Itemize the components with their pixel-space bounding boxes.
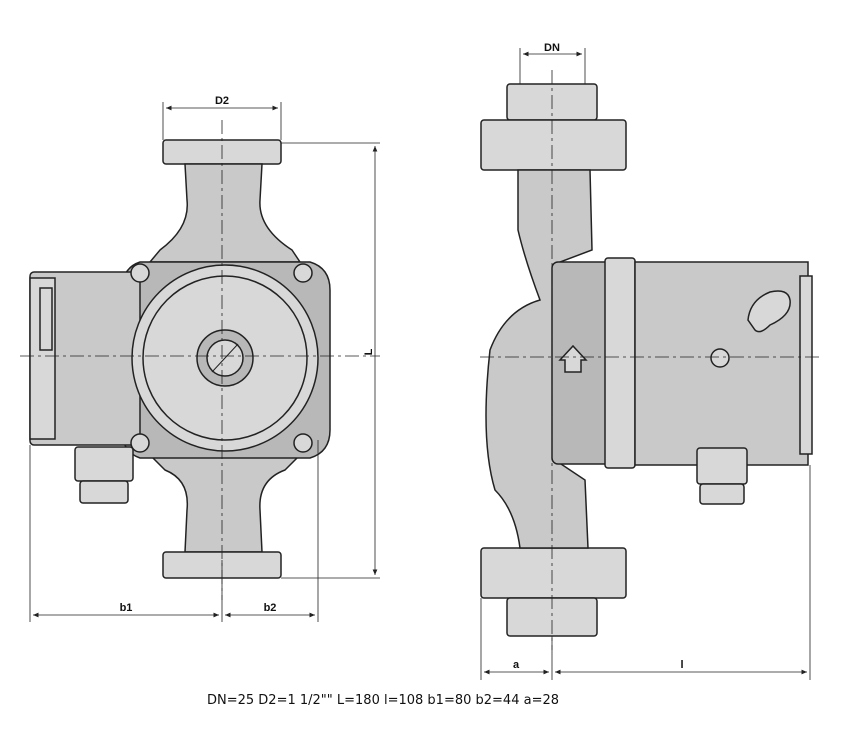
d2-label: D2 — [215, 95, 229, 107]
side-cable-gland-nut — [699, 483, 745, 505]
logo-emblem — [747, 290, 791, 333]
vent-screw-slot — [211, 343, 239, 373]
bottom-pipe-neck — [148, 454, 302, 553]
dimension-caption: DN=25 D2=1 1/2"" L=180 l=108 b1=80 b2=44… — [207, 693, 560, 708]
housing-screw — [130, 263, 150, 283]
housing-screw — [130, 433, 150, 453]
dn-label: DN — [544, 42, 560, 54]
l-label: L — [363, 348, 375, 355]
a-label: a — [513, 659, 520, 671]
pump-body-side — [485, 169, 593, 549]
housing-screw — [293, 263, 313, 283]
bottom-union-body — [480, 547, 627, 599]
cable-gland-nut — [79, 480, 129, 504]
housing-screw — [293, 433, 313, 453]
motor-end-cap — [799, 275, 813, 455]
top-union-body — [480, 119, 627, 171]
b1-label: b1 — [120, 602, 133, 614]
motor-ring — [604, 257, 636, 469]
side-cable-gland — [696, 447, 748, 485]
b2-label: b2 — [264, 602, 277, 614]
cable-gland — [74, 446, 134, 482]
side-view: DN a l — [480, 42, 822, 680]
flow-arrow-icon — [558, 344, 588, 373]
switch-slot — [39, 287, 53, 351]
top-pipe-neck — [148, 163, 302, 263]
front-view: D2 L b1 b2 — [20, 95, 380, 622]
l-small-label: l — [680, 659, 683, 671]
motor-screw — [710, 348, 730, 368]
